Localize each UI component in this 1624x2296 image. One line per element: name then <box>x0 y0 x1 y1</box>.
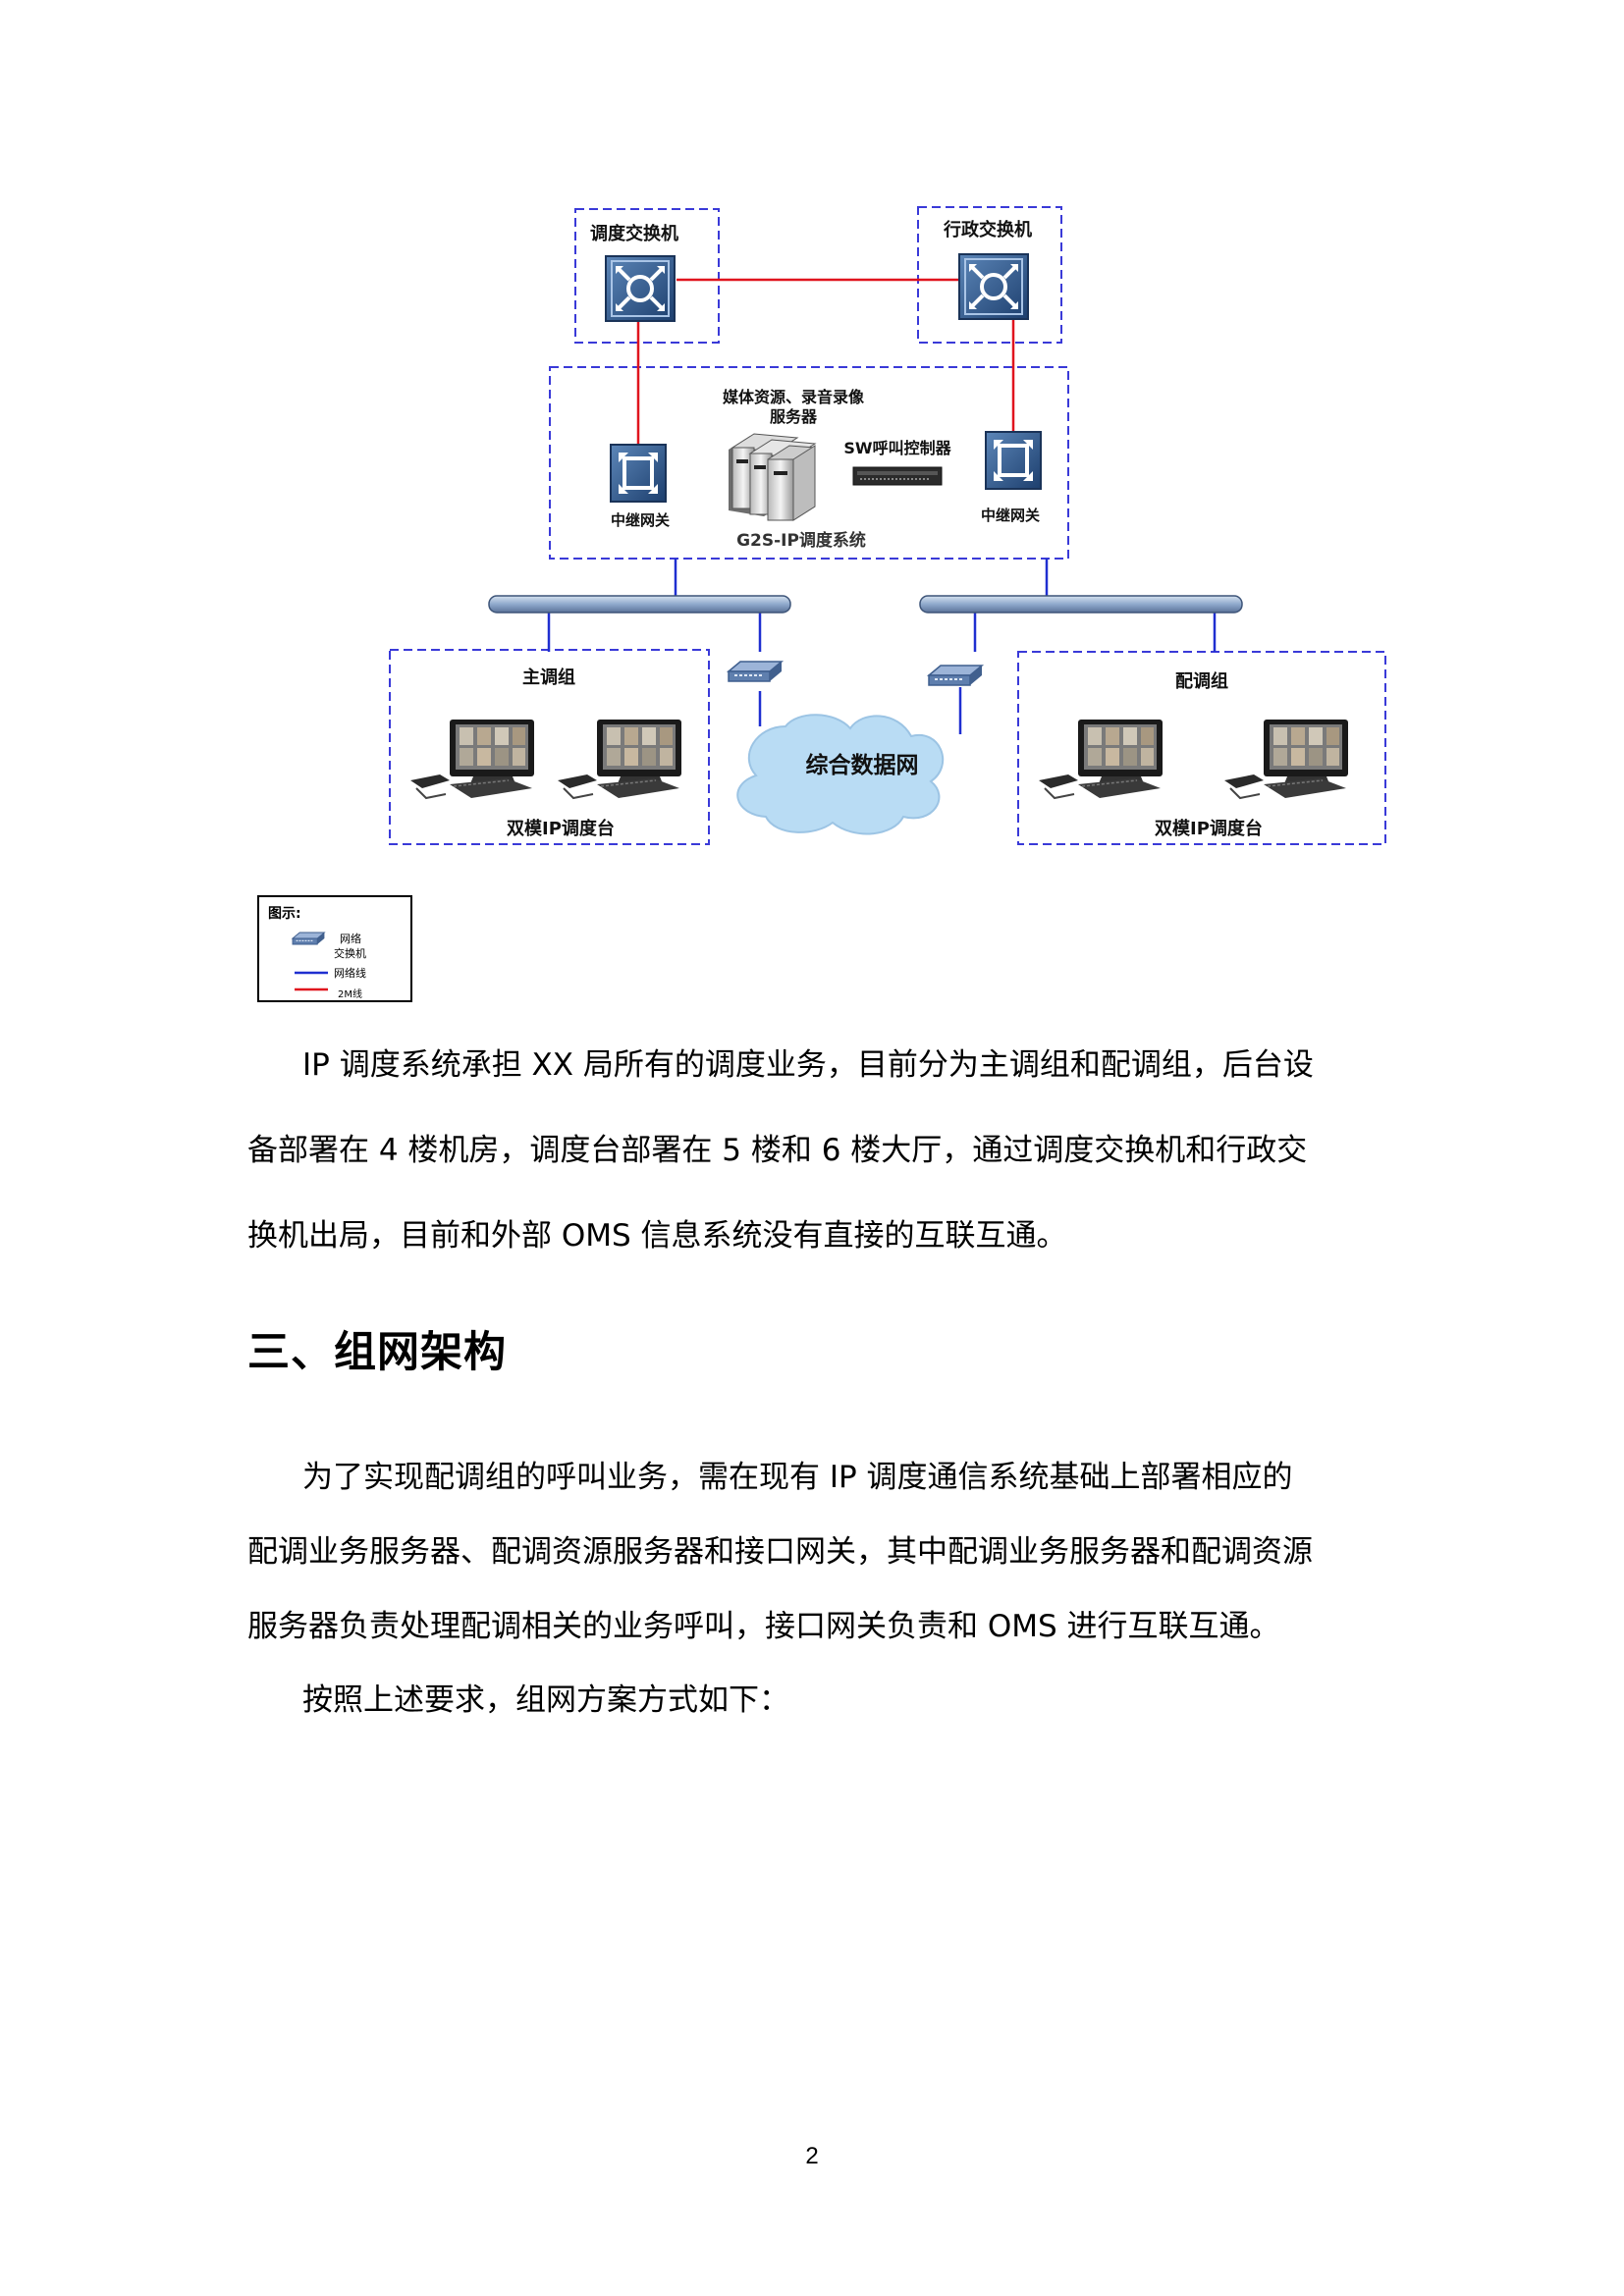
data-network-label: 综合数据网 <box>806 752 919 778</box>
section-heading: 三、组网架构 <box>247 1328 507 1377</box>
legend-network-line-label: 网络线 <box>334 966 366 980</box>
dist-group-box <box>1017 651 1386 845</box>
dispatch-switch-label: 调度交换机 <box>590 223 678 244</box>
dist-group-label: 配调组 <box>1175 670 1228 692</box>
media-server-label-1: 媒体资源、录音录像 <box>723 388 865 406</box>
console-left-label: 双模IP调度台 <box>507 818 615 839</box>
network-diagram: 调度交换机 行政交换机 媒体资源、录音录像 服务器 SW呼叫控制器 中继网关 中… <box>257 206 1386 1002</box>
dispatch-console-icon <box>1038 719 1164 799</box>
dispatch-switch-box <box>574 208 720 344</box>
legend-switch-label-2: 交换机 <box>334 946 366 960</box>
left-bus <box>488 595 791 614</box>
paragraph-line: 配调业务服务器、配调资源服务器和接口网关，其中配调业务服务器和配调资源 <box>247 1534 1313 1570</box>
dispatch-console-icon <box>557 719 682 799</box>
media-server-icon <box>729 433 817 521</box>
dispatch-switch-icon <box>604 254 677 323</box>
paragraph-line: 为了实现配调组的呼叫业务，需在现有 IP 调度通信系统基础上部署相应的 <box>302 1460 1293 1495</box>
sw-controller-icon <box>852 466 943 486</box>
system-box <box>549 366 1069 560</box>
network-switch-right-icon <box>928 665 983 686</box>
sw-controller-label: SW呼叫控制器 <box>843 439 951 457</box>
paragraph-line: 备部署在 4 楼机房，调度台部署在 5 楼和 6 楼大厅，通过调度交换机和行政交 <box>247 1133 1308 1168</box>
right-bus <box>919 595 1243 614</box>
admin-switch-box <box>917 206 1062 344</box>
data-network-cloud <box>736 714 945 835</box>
media-server-label-2: 服务器 <box>770 407 818 426</box>
network-switch-left-icon <box>728 661 783 682</box>
trunk-gateway-left-label: 中继网关 <box>611 511 670 529</box>
legend: 图示: 网络 交换机 网络线 2M线 <box>257 895 412 1002</box>
paragraph-line: IP 调度系统承担 XX 局所有的调度业务，目前分为主调组和配调组，后台设 <box>302 1047 1314 1083</box>
dispatch-console-icon <box>409 719 535 799</box>
paragraph-line: 按照上述要求，组网方案方式如下： <box>302 1682 789 1718</box>
system-name-label: G2S-IP调度系统 <box>736 530 866 551</box>
admin-switch-icon <box>957 252 1030 321</box>
dispatch-console-icon <box>1223 719 1349 799</box>
paragraph-line: 服务器负责处理配调相关的业务呼叫，接口网关负责和 OMS 进行互联互通。 <box>247 1609 1280 1644</box>
paragraph-line: 换机出局，目前和外部 OMS 信息系统没有直接的互联互通。 <box>247 1218 1067 1254</box>
admin-switch-label: 行政交换机 <box>943 219 1032 240</box>
console-right-label: 双模IP调度台 <box>1155 818 1263 839</box>
page-number: 2 <box>805 2143 819 2169</box>
main-group-label: 主调组 <box>522 667 575 688</box>
legend-switch-label-1: 网络 <box>340 932 361 945</box>
trunk-gateway-right-icon <box>984 430 1043 491</box>
legend-2m-line-label: 2M线 <box>338 988 362 1000</box>
trunk-gateway-right-label: 中继网关 <box>981 507 1040 524</box>
legend-title: 图示: <box>268 906 301 922</box>
trunk-gateway-left-icon <box>609 443 668 504</box>
